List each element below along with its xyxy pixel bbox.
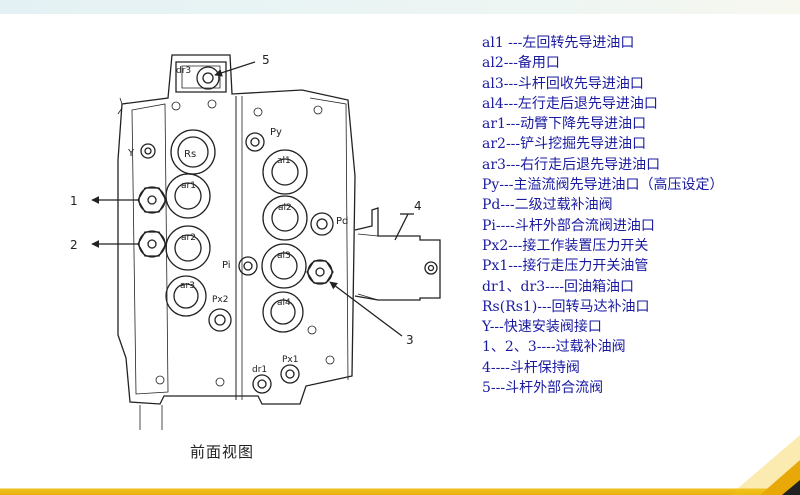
port-py: Py — [245, 127, 282, 152]
diagram-caption: 前面视图 — [190, 443, 255, 461]
legend-item: Rs(Rs1)---回转马达补油口 — [482, 298, 650, 315]
port-px2: Px2 — [208, 295, 232, 332]
svg-text:ar2: ar2 — [181, 233, 196, 243]
port-al2: al2 — [262, 195, 308, 241]
port-px1: Px1 — [280, 355, 300, 384]
legend-item: Px1---接行走压力开关油管 — [482, 258, 649, 275]
svg-text:4: 4 — [414, 199, 422, 213]
port-pi: Pi — [222, 256, 258, 276]
legend-item: al2---备用口 — [482, 55, 560, 72]
svg-text:5: 5 — [262, 53, 270, 67]
svg-text:al4: al4 — [277, 298, 291, 308]
callout-1: 1 — [70, 194, 138, 208]
svg-text:Pd: Pd — [336, 216, 348, 227]
callout-5: 5 — [214, 53, 270, 77]
legend-item: ar2---铲斗挖掘先导进油口 — [482, 136, 647, 153]
svg-text:Px2: Px2 — [212, 295, 228, 305]
legend-item: 5---斗杆外部合流阀 — [482, 380, 604, 397]
svg-text:dr1: dr1 — [252, 365, 267, 375]
legend-item: al3---斗杆回收先导进油口 — [482, 75, 644, 92]
svg-text:2: 2 — [70, 238, 78, 252]
overload-valve-2 — [137, 230, 167, 258]
port-al1: al1 — [262, 149, 308, 195]
port-ar1: ar1 — [165, 173, 211, 219]
port-y: Y — [127, 143, 156, 159]
svg-text:ar1: ar1 — [181, 181, 196, 191]
svg-text:Pi: Pi — [222, 260, 231, 271]
svg-text:1: 1 — [70, 194, 78, 208]
top-band — [0, 0, 800, 14]
svg-text:Y: Y — [127, 148, 135, 159]
svg-text:ar3: ar3 — [180, 281, 195, 291]
svg-text:Rs: Rs — [184, 149, 196, 160]
legend-item: ar1---动臂下降先导进油口 — [482, 116, 647, 133]
bolt-details — [155, 99, 335, 387]
callout-4: 4 — [394, 199, 422, 241]
port-al3: al3 — [261, 243, 307, 289]
valve-body — [117, 54, 441, 430]
side-block-port — [424, 261, 438, 275]
valve-diagram: Rs ar1 ar2 ar3 Y — [70, 53, 441, 461]
port-ar2: ar2 — [165, 225, 211, 271]
overload-valve-3 — [306, 259, 334, 285]
corner-decoration — [730, 435, 800, 495]
valve-drawing: Rs ar1 ar2 ar3 Y — [70, 53, 441, 430]
legend-item: 4----斗杆保持阀 — [482, 359, 580, 376]
legend-item: ar3---右行走后退先导进油口 — [482, 156, 661, 173]
svg-text:Py: Py — [270, 127, 282, 138]
svg-text:Px1: Px1 — [282, 355, 298, 365]
port-pd: Pd — [310, 212, 348, 236]
port-al4: al4 — [262, 291, 304, 333]
legend-item: Pd---二级过载补油阀 — [482, 197, 613, 214]
overload-valve-1 — [137, 186, 167, 214]
legend-item: al4---左行走后退先导进油口 — [482, 95, 658, 112]
svg-text:3: 3 — [406, 333, 414, 347]
legend-item: 1、2、3----过载补油阀 — [482, 339, 626, 356]
callout-3: 3 — [329, 281, 414, 347]
legend-item: Py---主溢流阀先导进油口（高压设定） — [482, 177, 724, 194]
svg-text:al1: al1 — [277, 156, 291, 166]
svg-text:al3: al3 — [277, 251, 291, 261]
port-dr3: dr3 — [176, 66, 220, 90]
legend-item: dr1、dr3----回油箱油口 — [482, 278, 635, 295]
callout-2: 2 — [70, 238, 138, 252]
bottom-accent-stripe — [0, 486, 800, 495]
legend-item: Px2---接工作装置压力开关 — [482, 237, 649, 254]
legend-item: al1 ---左回转先导进油口 — [482, 35, 635, 51]
legend-item: Y---快速安装阀接口 — [482, 319, 602, 336]
svg-text:al2: al2 — [278, 203, 292, 213]
port-rs: Rs — [170, 129, 216, 175]
legend-item: Pi----斗杆外部合流阀进油口 — [482, 217, 655, 234]
port-legend: al1 ---左回转先导进油口 al2---备用口 al3---斗杆回收先导进油… — [482, 33, 782, 398]
port-ar3: ar3 — [165, 275, 207, 317]
port-dr1: dr1 — [252, 365, 272, 394]
svg-text:dr3: dr3 — [176, 66, 191, 76]
